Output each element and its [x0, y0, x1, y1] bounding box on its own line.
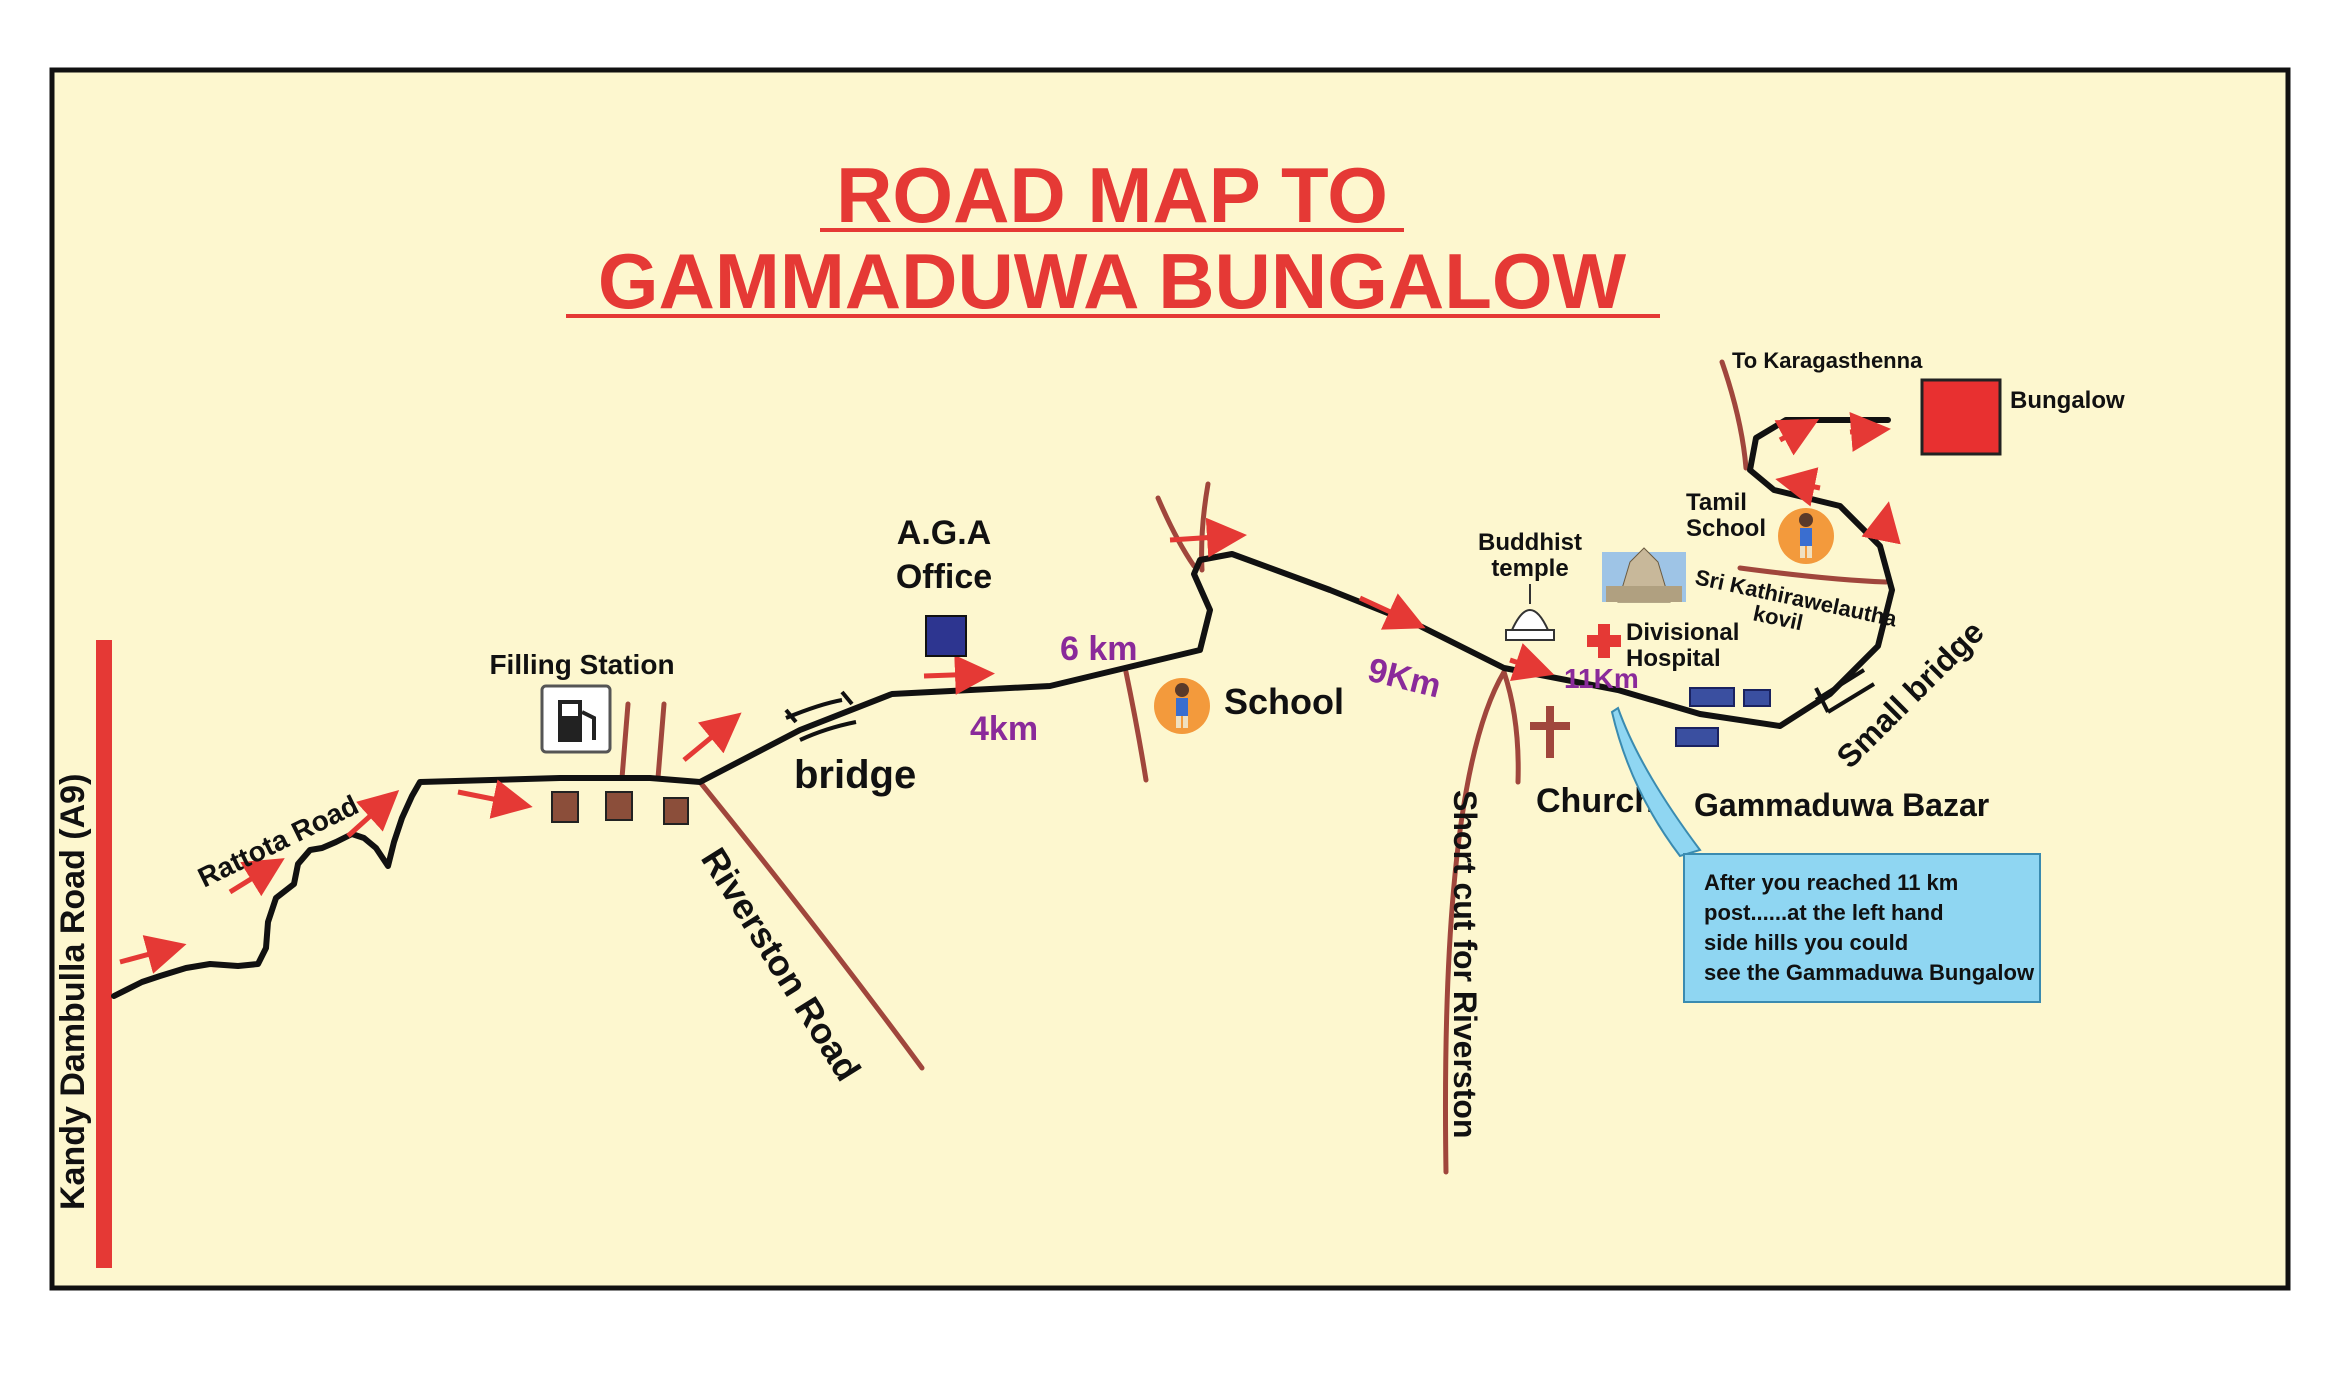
filling-station-road-1 — [619, 701, 631, 781]
north-road-1 — [1155, 495, 1197, 569]
distance-6km: 6 km — [1060, 630, 1138, 668]
arrow-rattota-1 — [228, 858, 285, 897]
hindu-temple-icon — [1602, 547, 1686, 603]
shortcut-road-2 — [1501, 669, 1521, 785]
map-frame — [49, 67, 2291, 1291]
tamil-school-label-1: Tamil — [1686, 489, 1747, 516]
callout-pointer — [1610, 706, 1702, 858]
arrow-ksb-2 — [1849, 411, 1891, 452]
shop-2 — [605, 791, 633, 821]
map-title-line2: GAMMADUWA BUNGALOW — [598, 237, 1627, 325]
direction-arrows — [119, 411, 1901, 974]
tamil-school-child-icon — [1778, 508, 1834, 564]
arrow-aga — [923, 654, 995, 695]
cross-icon — [1530, 706, 1570, 758]
riverston-road — [697, 779, 925, 1071]
gammaduwa-bazar-label: Gammaduwa Bazar — [1694, 787, 1989, 823]
divisional-hospital-label-1: Divisional — [1626, 619, 1739, 646]
filling-station-label: Filling Station — [489, 649, 674, 680]
school-label: School — [1224, 681, 1344, 722]
callout-line-2: post......at the left hand — [1704, 900, 1944, 925]
divisional-hospital-label-2: Hospital — [1626, 645, 1721, 672]
bazar-building-1 — [1689, 687, 1735, 707]
bazar-buildings — [1675, 687, 1771, 747]
bungalow-marker — [1920, 378, 2002, 456]
arrow-temple — [1358, 593, 1426, 630]
kovil-road — [1737, 565, 1889, 585]
shop-3 — [663, 797, 689, 825]
arrow-north — [1169, 517, 1247, 558]
shortcut-road-1 — [1442, 669, 1507, 1175]
bazar-building-3 — [1675, 727, 1719, 747]
buddhist-temple-label-1: Buddhist — [1478, 529, 1582, 556]
shortcut-label: Short cut for Riverston — [1447, 790, 1483, 1138]
bungalow-label: Bungalow — [2010, 387, 2125, 414]
distance-4km: 4km — [970, 710, 1038, 748]
arrow-ksb-1 — [1774, 418, 1820, 456]
map-title-line1: ROAD MAP TO — [836, 151, 1388, 239]
a9-road-label: Kandy Dambulla Road (A9) — [54, 774, 92, 1210]
filling-station-road-2 — [655, 701, 667, 781]
small-bridge-symbol — [1814, 668, 1876, 714]
church-label: Church — [1536, 782, 1655, 820]
bridge-symbol — [784, 690, 857, 742]
school-road-south — [1123, 669, 1149, 783]
shops — [551, 791, 689, 825]
callout-line-1: After you reached 11 km — [1704, 870, 1958, 895]
karagasthenna-label: To Karagasthenna — [1732, 348, 1923, 373]
buddhist-temple-label-2: temple — [1491, 555, 1568, 582]
arrow-filling — [457, 779, 533, 819]
callout-line-3: side hills you could — [1704, 930, 1908, 955]
aga-office-label-2: Office — [896, 558, 992, 596]
arrow-hospital — [1509, 643, 1555, 682]
red-cross-icon — [1587, 624, 1621, 658]
shop-1 — [551, 791, 579, 823]
main-route — [111, 417, 1895, 999]
arrow-tamil-2 — [1861, 501, 1901, 545]
tamil-school-label-2: School — [1686, 515, 1766, 542]
school-child-icon — [1154, 678, 1210, 734]
aga-office-marker — [925, 615, 967, 657]
aga-office-label-1: A.G.A — [897, 514, 991, 552]
fuel-pump-icon — [540, 684, 612, 754]
arrow-riverston-junction — [682, 712, 742, 762]
karagasthenna-road — [1719, 359, 1749, 471]
arrow-tamil-1 — [1775, 467, 1821, 507]
info-callout — [1683, 853, 2041, 1003]
distance-11km: 11Km — [1564, 663, 1639, 694]
callout-line-4: see the Gammaduwa Bungalow — [1704, 960, 2035, 985]
stupa-icon — [1505, 584, 1555, 641]
arrow-rattota-2 — [346, 789, 400, 838]
side-roads — [619, 359, 1889, 1175]
arrow-a9 — [119, 935, 187, 974]
bridge-label: bridge — [794, 753, 916, 797]
bazar-building-2 — [1743, 689, 1771, 707]
